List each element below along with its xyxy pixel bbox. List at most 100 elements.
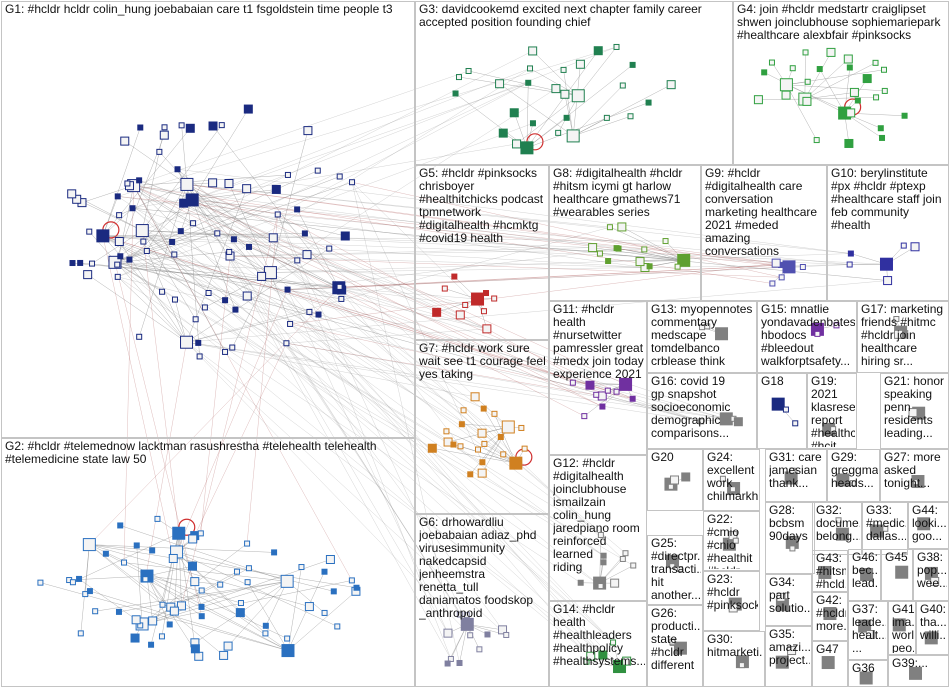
node-g1 [214, 230, 221, 237]
node-g3 [619, 82, 626, 89]
node-g34 [776, 592, 786, 602]
inter-group-edge [287, 289, 604, 656]
inter-group-edge [186, 184, 626, 385]
node-g46 [860, 567, 874, 581]
node-g2 [198, 613, 205, 620]
edge-g1 [133, 185, 226, 353]
inter-group-edge [142, 230, 604, 656]
node-g2 [154, 515, 161, 522]
node-g12 [597, 583, 604, 590]
edge-g1 [186, 184, 262, 277]
edge-g5 [436, 298, 478, 313]
node-g12 [619, 555, 626, 562]
pane-g33 [862, 502, 908, 555]
node-g2 [233, 568, 240, 575]
edge-g2 [89, 544, 224, 656]
node-g2 [330, 588, 337, 595]
node-g1 [180, 335, 194, 349]
inter-group-edge [192, 199, 633, 400]
node-g2 [37, 579, 44, 586]
edge-g1 [87, 274, 187, 343]
node-g1 [283, 340, 290, 347]
node-g1 [224, 178, 234, 188]
node-g1 [196, 353, 203, 360]
node-g2 [121, 559, 128, 566]
inter-group-edge [133, 70, 469, 186]
node-g7 [457, 443, 464, 450]
node-g2 [321, 609, 328, 616]
node-g27 [912, 479, 919, 486]
node-g7 [470, 392, 480, 402]
edge-g11 [572, 382, 626, 385]
edge-g1 [89, 231, 187, 343]
edge-g1 [76, 199, 143, 231]
edge-g7 [481, 426, 509, 474]
node-g2 [325, 555, 335, 565]
pane-g39 [888, 655, 949, 687]
edge-g2 [287, 566, 302, 651]
node-g10 [900, 242, 907, 249]
node-g2 [86, 588, 93, 595]
node-g16 [719, 412, 733, 426]
node-g4 [846, 64, 853, 71]
node-g2 [133, 542, 140, 549]
node-g3 [528, 46, 538, 56]
edge-g1 [186, 311, 310, 343]
node-g2 [131, 615, 141, 625]
node-g1 [218, 122, 225, 129]
node-g1 [284, 286, 291, 293]
node-g21 [908, 408, 918, 418]
node-g4 [789, 65, 796, 72]
pane-g45 [881, 549, 913, 601]
node-g1 [171, 251, 178, 258]
node-g7 [460, 407, 467, 414]
node-g3 [495, 79, 505, 89]
node-g1 [129, 205, 136, 212]
node-g2 [188, 561, 198, 571]
edge-g1 [133, 185, 175, 255]
edge-g2 [89, 544, 310, 607]
node-g7 [479, 459, 486, 466]
inter-group-edge [338, 287, 478, 300]
node-g3 [575, 59, 585, 69]
node-g1 [192, 316, 199, 323]
node-g18 [792, 420, 799, 427]
node-g2 [92, 608, 99, 615]
inter-group-edge [114, 262, 455, 277]
node-g2 [149, 547, 156, 554]
node-g2 [223, 641, 233, 651]
node-g5 [432, 307, 442, 317]
edge-g1 [142, 127, 165, 231]
node-g1 [89, 260, 96, 267]
node-g12 [597, 531, 604, 538]
inter-group-edge [192, 199, 437, 313]
node-g8 [588, 243, 598, 253]
pane-g17 [857, 301, 949, 373]
node-g11 [613, 388, 620, 395]
edge-g8 [609, 226, 684, 261]
edge-g4 [844, 67, 851, 114]
node-g1 [136, 333, 143, 340]
edge-g3 [526, 102, 649, 149]
inter-group-edge [287, 264, 850, 290]
node-g1 [180, 177, 194, 191]
inter-group-edge [338, 287, 603, 407]
pane-g27 [880, 449, 949, 502]
node-g1 [159, 288, 166, 295]
node-g24 [729, 486, 736, 493]
edge-g7 [461, 423, 509, 428]
inter-group-edge [132, 207, 888, 281]
node-g5 [451, 273, 458, 280]
edge-g2 [136, 545, 143, 624]
node-g7 [480, 405, 487, 412]
node-g12 [600, 559, 607, 566]
inter-group-edge [186, 341, 476, 398]
node-g4 [753, 95, 763, 105]
inter-group-edge [114, 50, 533, 263]
node-g4 [854, 97, 861, 104]
edge-g4 [804, 97, 877, 100]
inter-group-edge [117, 196, 790, 268]
inter-group-edge [114, 262, 591, 657]
